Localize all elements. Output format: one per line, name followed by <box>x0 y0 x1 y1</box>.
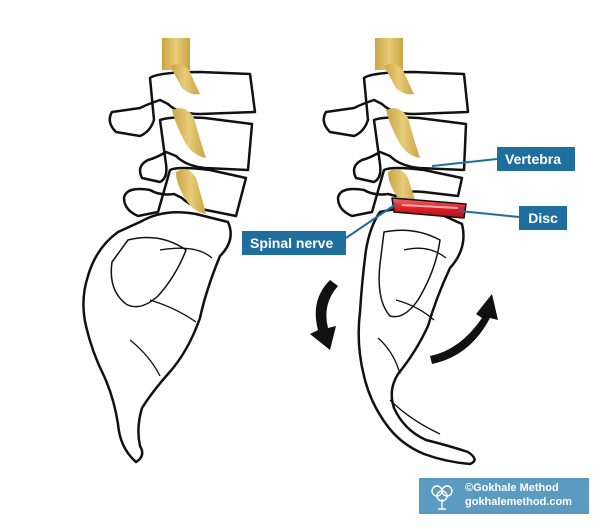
disc-leader-line <box>459 210 520 218</box>
healthy-spine <box>82 38 257 464</box>
arrow-counterclockwise-icon <box>310 280 338 350</box>
arrow-clockwise-icon <box>430 294 498 364</box>
vertebra-left-1 <box>108 70 257 138</box>
brand-url[interactable]: gokhalemethod.com <box>465 496 572 508</box>
vertebra-right-1 <box>322 70 470 138</box>
sacrum-right <box>357 207 476 466</box>
nerve-root-left-2 <box>172 108 206 158</box>
brand-badge[interactable]: ©Gokhale Method gokhalemethod.com <box>419 478 589 514</box>
nerve-root-right-1 <box>384 64 414 95</box>
nerve-leader-line <box>345 203 397 239</box>
leader-lines <box>345 158 520 239</box>
spinal-cord-top-right <box>375 38 403 70</box>
vertebra-label: Vertebra <box>497 147 575 171</box>
tree-logo-icon <box>431 485 453 510</box>
spinal-cord-top-left <box>162 38 190 70</box>
brand-name: ©Gokhale Method <box>465 482 559 494</box>
pinched-spine <box>322 38 476 466</box>
sacrum-left <box>82 211 232 464</box>
nerve-root-left-3 <box>176 169 206 214</box>
vertebra-leader-line <box>431 158 498 167</box>
nerve-root-left-1 <box>170 64 200 95</box>
pinched-disc <box>391 197 467 219</box>
disc-label: Disc <box>519 206 567 230</box>
nerve-root-right-2 <box>386 108 420 158</box>
spinal-nerve-label: Spinal nerve <box>242 231 346 255</box>
rotation-arrows <box>310 280 498 364</box>
